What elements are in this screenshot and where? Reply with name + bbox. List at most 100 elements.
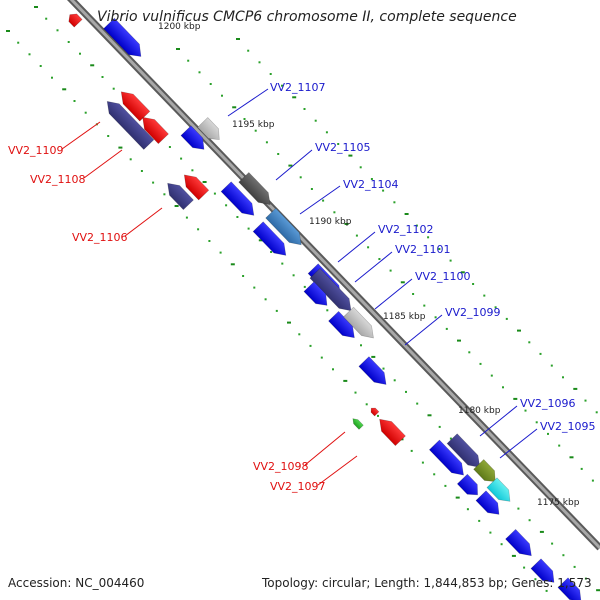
gene-arrow[interactable] bbox=[369, 406, 380, 417]
gene-arrow[interactable] bbox=[505, 528, 537, 560]
tick-mark bbox=[198, 71, 201, 74]
kbp-label: 1200 kbp bbox=[158, 22, 201, 32]
gene-label[interactable]: VV2_1102 bbox=[378, 223, 434, 236]
tick-mark bbox=[595, 411, 598, 414]
gene-label[interactable]: VV2_1107 bbox=[270, 81, 326, 94]
gene-arrow[interactable] bbox=[456, 473, 482, 500]
tick-mark bbox=[174, 205, 179, 207]
gene-arrow[interactable] bbox=[446, 433, 485, 473]
tick-mark bbox=[180, 157, 183, 160]
gene-features bbox=[66, 11, 586, 600]
tick-mark bbox=[502, 386, 504, 389]
gene-arrow[interactable] bbox=[180, 125, 209, 154]
gene-arrow[interactable] bbox=[197, 117, 225, 145]
gene-arrow[interactable] bbox=[530, 558, 559, 587]
tick-mark bbox=[545, 589, 548, 592]
tick-mark bbox=[466, 508, 469, 511]
gene-arrow[interactable] bbox=[252, 221, 291, 261]
tick-mark bbox=[118, 146, 123, 149]
reverse-gene-labels: VV2_1109 VV2_1108 VV2_1106 VV2_1098 VV2_… bbox=[8, 144, 326, 493]
gene-label[interactable]: VV2_1108 bbox=[30, 173, 86, 186]
tick-mark bbox=[17, 41, 20, 44]
tick-mark bbox=[365, 403, 368, 406]
gene-arrow[interactable] bbox=[138, 112, 169, 145]
tick-mark bbox=[176, 48, 180, 50]
tick-mark bbox=[45, 17, 48, 20]
gene-arrow[interactable] bbox=[66, 11, 83, 28]
tick-mark bbox=[39, 65, 42, 67]
gene-arrow[interactable] bbox=[220, 181, 259, 221]
gene-arrow[interactable] bbox=[238, 172, 275, 209]
gene-label[interactable]: VV2_1095 bbox=[540, 420, 596, 433]
gene-arrow[interactable] bbox=[351, 417, 364, 430]
tick-mark bbox=[591, 479, 594, 482]
leader-line bbox=[317, 455, 358, 486]
map-title: Vibrio vulnificus CMCP6 chromosome II, c… bbox=[97, 9, 517, 25]
gene-arrow[interactable] bbox=[309, 267, 356, 315]
gene-arrow[interactable] bbox=[102, 97, 155, 150]
tick-mark bbox=[333, 211, 336, 214]
gene-arrow[interactable] bbox=[486, 477, 515, 506]
gene-arrow[interactable] bbox=[163, 178, 194, 211]
gene-arrow[interactable] bbox=[265, 207, 307, 249]
tick-mark bbox=[348, 154, 353, 157]
tick-mark bbox=[270, 251, 273, 253]
tick-mark bbox=[460, 271, 465, 274]
tick-mark bbox=[550, 364, 553, 367]
tick-mark bbox=[314, 119, 317, 122]
gene-label[interactable]: VV2_1096 bbox=[520, 397, 576, 410]
gene-label[interactable]: VV2_1106 bbox=[72, 231, 128, 244]
tick-mark bbox=[258, 61, 261, 64]
tick-mark bbox=[580, 467, 583, 470]
gene-label[interactable]: VV2_1098 bbox=[253, 460, 309, 473]
tick-mark bbox=[367, 246, 370, 249]
gene-arrow[interactable] bbox=[557, 577, 586, 600]
tick-mark bbox=[371, 355, 376, 358]
tick-mark bbox=[524, 409, 527, 412]
gene-arrow[interactable] bbox=[343, 306, 378, 343]
tick-mark bbox=[269, 73, 272, 75]
gene-label[interactable]: VV2_1100 bbox=[415, 270, 471, 283]
gene-label[interactable]: VV2_1105 bbox=[315, 141, 371, 154]
gene-label[interactable]: VV2_1099 bbox=[445, 306, 501, 319]
tick-mark bbox=[455, 496, 460, 499]
gene-arrow[interactable] bbox=[428, 439, 468, 480]
tick-mark bbox=[219, 251, 222, 254]
tick-mark bbox=[90, 64, 95, 67]
gene-label[interactable]: VV2_1097 bbox=[270, 480, 326, 493]
tick-mark bbox=[569, 456, 574, 459]
tick-mark bbox=[258, 239, 263, 242]
tick-mark bbox=[277, 153, 280, 155]
tick-mark bbox=[232, 106, 237, 109]
tick-mark bbox=[359, 166, 362, 169]
tick-mark bbox=[152, 181, 155, 184]
tick-mark bbox=[107, 135, 110, 137]
gene-arrow[interactable] bbox=[103, 17, 147, 62]
gene-label[interactable]: VV2_1109 bbox=[8, 144, 64, 157]
gene-arrow[interactable] bbox=[358, 356, 391, 390]
gene-arrow[interactable] bbox=[116, 87, 151, 122]
gene-arrow[interactable] bbox=[179, 170, 210, 201]
tick-mark bbox=[547, 432, 549, 435]
tick-mark bbox=[354, 391, 357, 394]
leader-line bbox=[124, 207, 163, 237]
tick-mark bbox=[534, 578, 537, 581]
tick-mark bbox=[500, 543, 503, 546]
gene-label[interactable]: VV2_1101 bbox=[395, 243, 451, 256]
gene-arrow[interactable] bbox=[473, 459, 501, 487]
tick-mark bbox=[225, 204, 228, 207]
gene-arrow[interactable] bbox=[475, 490, 504, 519]
tick-mark bbox=[344, 223, 349, 225]
gene-arrow[interactable] bbox=[303, 281, 332, 310]
tick-mark bbox=[400, 281, 405, 284]
tick-mark bbox=[168, 146, 171, 148]
tick-mark bbox=[355, 234, 358, 237]
gene-label[interactable]: VV2_1104 bbox=[343, 178, 399, 191]
gene-arrow[interactable] bbox=[375, 414, 406, 447]
tick-mark bbox=[517, 507, 520, 510]
tick-mark bbox=[292, 96, 297, 99]
tick-mark bbox=[292, 274, 295, 277]
tick-mark bbox=[421, 461, 424, 464]
tick-mark bbox=[483, 294, 486, 297]
